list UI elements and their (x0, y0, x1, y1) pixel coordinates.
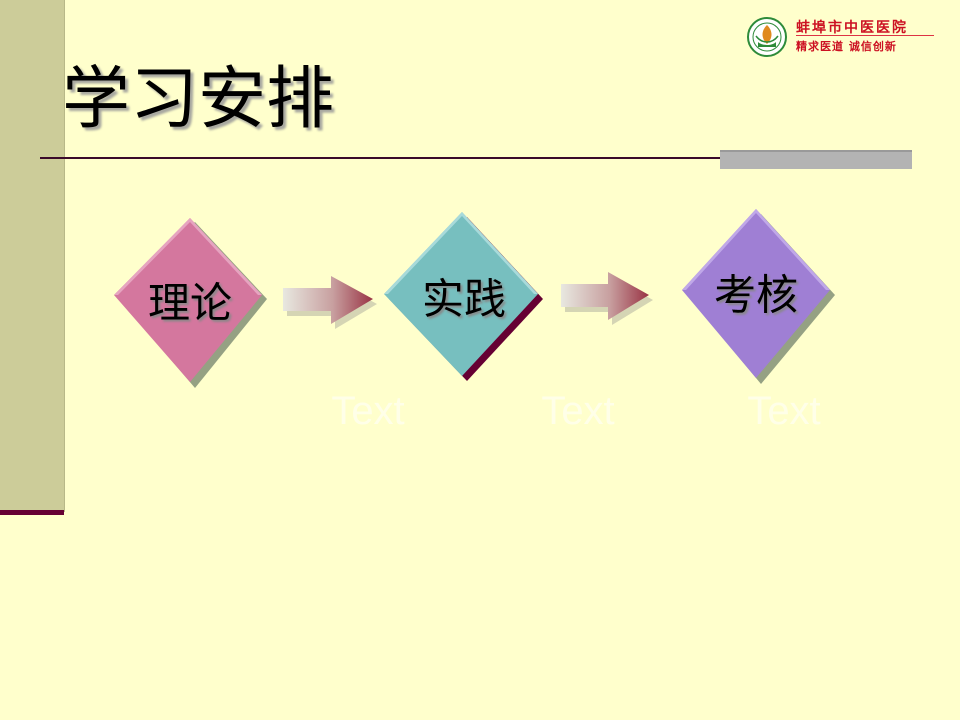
step-label-3: 考核 (713, 270, 799, 320)
step-caption-3: Text (747, 389, 821, 433)
sidebar-underline (0, 510, 64, 515)
hospital-name: 蚌埠市中医医院 (796, 20, 908, 36)
arrow-right-icon (283, 276, 377, 329)
step-diamond-3 (682, 209, 835, 384)
page-title: 学习安排 (62, 60, 335, 139)
hospital-logo: 蚌埠市中医医院 精求医道 诚信创新 (746, 16, 942, 58)
step-caption-2: Text (541, 389, 615, 433)
hospital-motto: 精求医道 诚信创新 (796, 40, 897, 53)
hospital-emblem-icon (747, 17, 787, 57)
step-label-2: 实践 (421, 274, 507, 324)
arrow-right-icon (561, 272, 653, 325)
step-caption-1: Text (331, 389, 405, 433)
title-divider (40, 157, 912, 159)
title-divider-accent (720, 150, 912, 169)
step-diamond-1 (114, 218, 267, 388)
step-label-1: 理论 (147, 278, 233, 328)
left-sidebar-bar (0, 0, 65, 512)
hospital-name-underline (796, 35, 934, 36)
step-diamond-2 (384, 212, 543, 381)
